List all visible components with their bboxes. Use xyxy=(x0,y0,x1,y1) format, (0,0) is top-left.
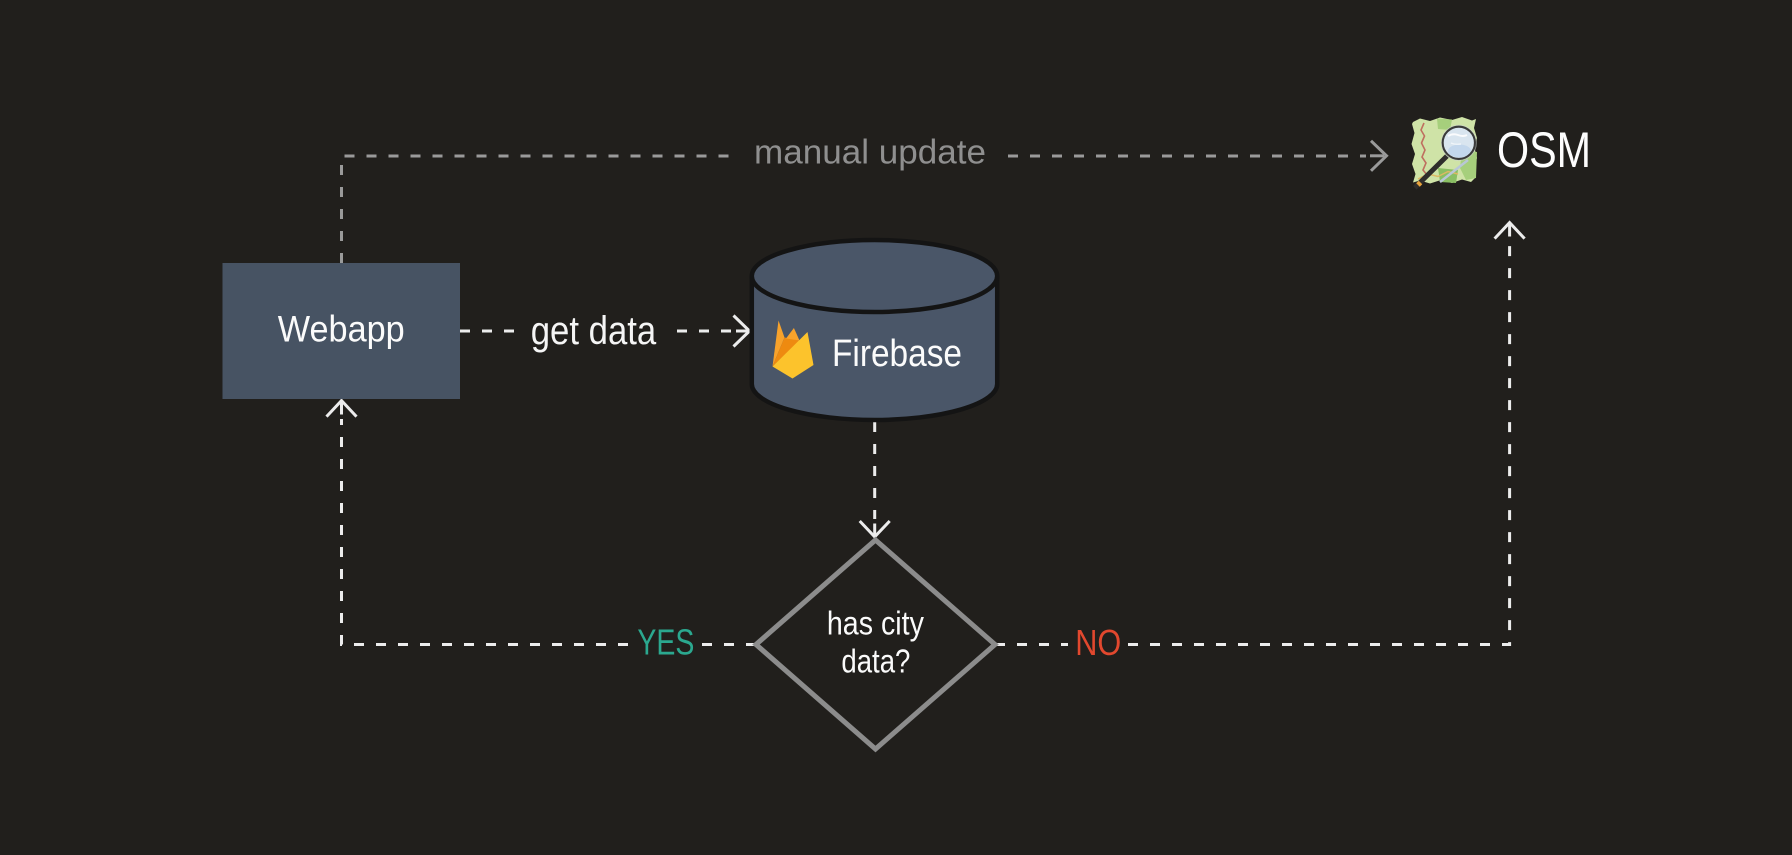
svg-text:get data: get data xyxy=(531,309,657,353)
svg-text:has city: has city xyxy=(827,604,924,641)
svg-text:manual update: manual update xyxy=(754,134,986,172)
svg-text:NO: NO xyxy=(1075,622,1121,663)
svg-text:Webapp: Webapp xyxy=(278,308,405,349)
svg-text:Firebase: Firebase xyxy=(832,333,962,375)
svg-text:data?: data? xyxy=(841,642,910,679)
svg-text:YES: YES xyxy=(637,622,694,663)
svg-text:OSM: OSM xyxy=(1497,122,1591,178)
